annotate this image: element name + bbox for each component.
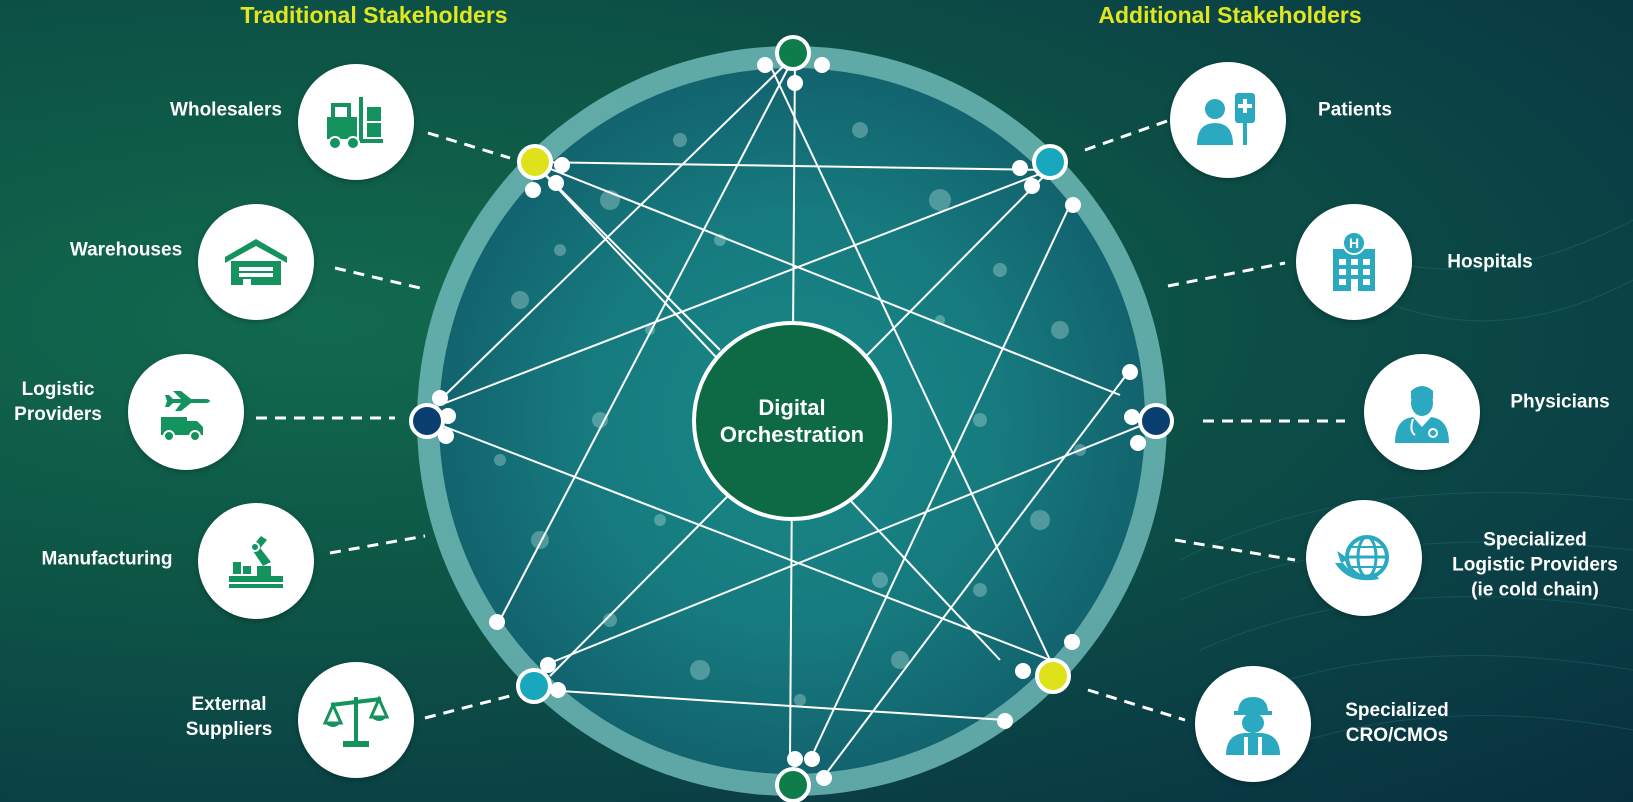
heading-additional-stakeholders: Additional Stakeholders xyxy=(1098,2,1362,28)
node-yellow-bottom-right xyxy=(1035,658,1071,694)
node-teal-top-right xyxy=(1032,144,1068,180)
globe-plane-icon xyxy=(1335,535,1389,581)
stakeholder-external-suppliers: External Suppliers xyxy=(185,694,273,740)
stakeholder-wholesalers: Wholesalers xyxy=(170,99,282,121)
physician-icon xyxy=(1395,386,1449,443)
cro-cmo-icon-circle xyxy=(1195,666,1311,782)
stakeholder-physicians: Physicians xyxy=(1510,391,1610,413)
center-label-line1: Digital xyxy=(758,395,826,420)
digital-orchestration-hub: Digital Orchestration xyxy=(692,321,892,521)
stakeholder-specialized-logistic-providers: Specialized Logistic Providers (ie cold … xyxy=(1452,529,1618,601)
stakeholder-hospitals: Hospitals xyxy=(1447,251,1533,273)
worker-icon xyxy=(1226,697,1280,755)
node-navy-right xyxy=(1138,403,1174,439)
stakeholder-manufacturing: Manufacturing xyxy=(41,548,173,570)
stakeholder-specialized-cro-cmos: Specialized CRO/CMOs xyxy=(1345,700,1449,746)
patient-iv-icon xyxy=(1197,93,1255,145)
stakeholder-patients: Patients xyxy=(1318,99,1392,121)
logistic-providers-icon-circle xyxy=(128,354,244,470)
plane-truck-icon xyxy=(161,391,210,442)
node-teal-bottom-left xyxy=(516,668,552,704)
dashed-connectors xyxy=(256,118,1345,722)
specialized-logistic-icon-circle xyxy=(1306,500,1422,616)
wholesalers-icon-circle xyxy=(298,64,414,180)
bokeh-dots xyxy=(494,122,1086,706)
physicians-icon-circle xyxy=(1364,354,1480,470)
manufacturing-icon-circle xyxy=(198,503,314,619)
warehouses-icon-circle xyxy=(198,204,314,320)
svg-text:H: H xyxy=(1349,235,1359,251)
key-nodes xyxy=(409,35,1174,802)
node-yellow-top-left xyxy=(517,144,553,180)
hospitals-icon-circle: H xyxy=(1296,204,1412,320)
stakeholder-warehouses: Warehouses xyxy=(69,239,183,261)
node-navy-left xyxy=(409,403,445,439)
external-suppliers-icon-circle xyxy=(298,662,414,778)
hospital-icon: H xyxy=(1333,231,1375,291)
center-label-line2: Orchestration xyxy=(719,422,865,447)
patients-icon-circle xyxy=(1170,62,1286,178)
node-bottom-green xyxy=(775,767,811,802)
connection-lines xyxy=(439,54,1156,776)
warehouse-icon xyxy=(225,239,287,285)
small-dots xyxy=(432,57,1146,786)
node-top-green xyxy=(775,35,811,71)
forklift-icon xyxy=(327,97,383,150)
robot-arm-icon xyxy=(229,536,283,588)
stakeholder-logistic-providers: Logistic Providers xyxy=(14,379,102,425)
scales-icon xyxy=(322,695,390,747)
heading-traditional-stakeholders: Traditional Stakeholders xyxy=(240,2,508,28)
